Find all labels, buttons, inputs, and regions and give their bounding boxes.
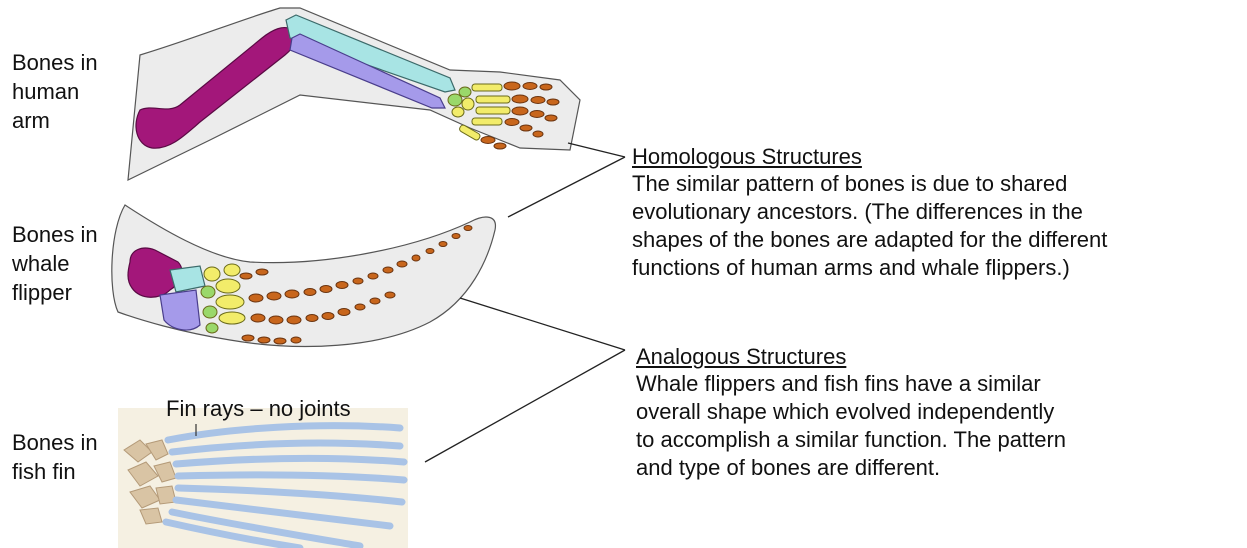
analogous-title: Analogous Structures xyxy=(636,344,846,370)
human-arm-label: Bones in human arm xyxy=(12,48,98,135)
whale-flipper-label: Bones in whale flipper xyxy=(12,220,98,307)
homologous-line: functions of human arms and whale flippe… xyxy=(632,254,1107,282)
fish-fin-illustration xyxy=(118,408,408,548)
human-arm-illustration xyxy=(128,8,580,180)
homologous-line: evolutionary ancestors. (The differences… xyxy=(632,198,1107,226)
analogous-line: Whale flippers and fish fins have a simi… xyxy=(636,370,1066,398)
fish-fin-label: Bones in fish fin xyxy=(12,428,98,486)
whale-flipper-illustration xyxy=(112,205,496,346)
homologous-description: The similar pattern of bones is due to s… xyxy=(632,170,1107,282)
analogous-line: overall shape which evolved independentl… xyxy=(636,398,1066,426)
analogous-line: and type of bones are different. xyxy=(636,454,1066,482)
homologous-line: The similar pattern of bones is due to s… xyxy=(632,170,1107,198)
fin-rays-label: Fin rays – no joints xyxy=(166,396,351,422)
analogous-line: to accomplish a similar function. The pa… xyxy=(636,426,1066,454)
homologous-line: shapes of the bones are adapted for the … xyxy=(632,226,1107,254)
analogous-description: Whale flippers and fish fins have a simi… xyxy=(636,370,1066,482)
homologous-title: Homologous Structures xyxy=(632,144,862,170)
